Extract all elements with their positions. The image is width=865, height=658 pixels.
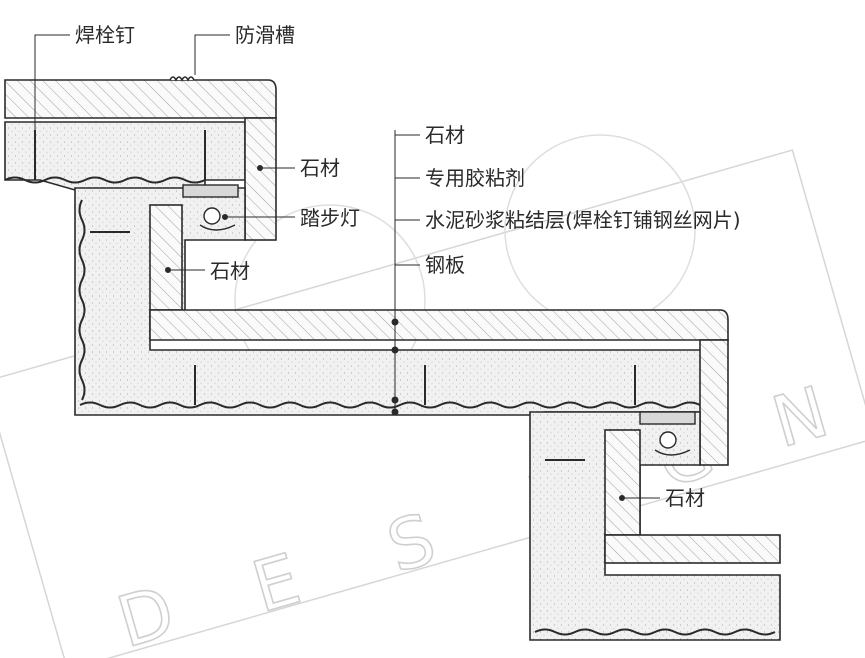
lower-step-light-lens [654,449,691,456]
lower-stone-tread [604,534,781,564]
leader-dot-lower-stone [619,495,625,501]
upper-step-light-housing [182,184,239,198]
leader-dot-upper-inner-stone [165,267,171,273]
upper-step-light-lens [199,224,236,231]
label-anti-slip-groove: 防滑槽 [235,23,295,47]
upper-steel-plate [4,176,206,184]
labels: 焊栓钉 防滑槽 石材 踏步灯 石材 石材 专用胶粘剂 水泥砂浆粘结层(焊栓钉铺钢… [75,23,741,510]
label-weld-stud: 焊栓钉 [75,23,135,47]
middle-stone-nosing [699,339,729,466]
lower-step-light-bulb [659,431,677,449]
anti-slip-grooves [169,76,195,82]
leader-dot-adhesive [391,346,399,354]
leader-dot-upper-riser-stone [257,165,263,171]
lower-step-light-housing [639,411,696,425]
leader-anti-slip-groove [194,34,230,75]
lower-step [529,411,781,641]
label-steel-plate: 钢板 [425,253,465,277]
label-upper-inner-stone: 石材 [210,259,250,283]
lower-steel-plate [534,628,776,636]
middle-structure [74,187,729,466]
label-adhesive: 专用胶粘剂 [425,166,525,190]
label-center-stone: 石材 [425,123,465,147]
leader-dot-steel [391,408,399,416]
leader-dot-step-light [222,214,228,220]
leader-dot-mortar [391,396,399,404]
watermark-letter-d: D [109,570,183,658]
lower-inner-stone [604,429,641,536]
leader-dot-stone [391,318,399,326]
upper-step-light-bulb [203,207,221,225]
upper-stone-nosing [244,117,277,241]
label-mortar-layer: 水泥砂浆粘结层(焊栓钉铺钢丝网片) [425,208,741,232]
middle-steel-plate [79,401,701,409]
upper-stone-tread [4,79,277,119]
upper-inner-stone [149,204,183,311]
lower-mortar-body [529,411,781,641]
left-steel-plate [78,199,86,401]
watermark-letter-s: S [379,498,444,589]
leader-lines [34,34,660,501]
watermark-letter-n: N [764,371,837,464]
label-upper-riser-stone: 石材 [300,156,340,180]
step-light-fixtures [182,184,696,456]
middle-stone-tread [149,309,729,341]
upper-step [4,76,277,241]
watermark-letter-e: E [244,538,309,629]
label-lower-stone: 石材 [665,486,705,510]
leader-weld-stud [34,34,70,145]
label-step-light: 踏步灯 [300,206,360,230]
